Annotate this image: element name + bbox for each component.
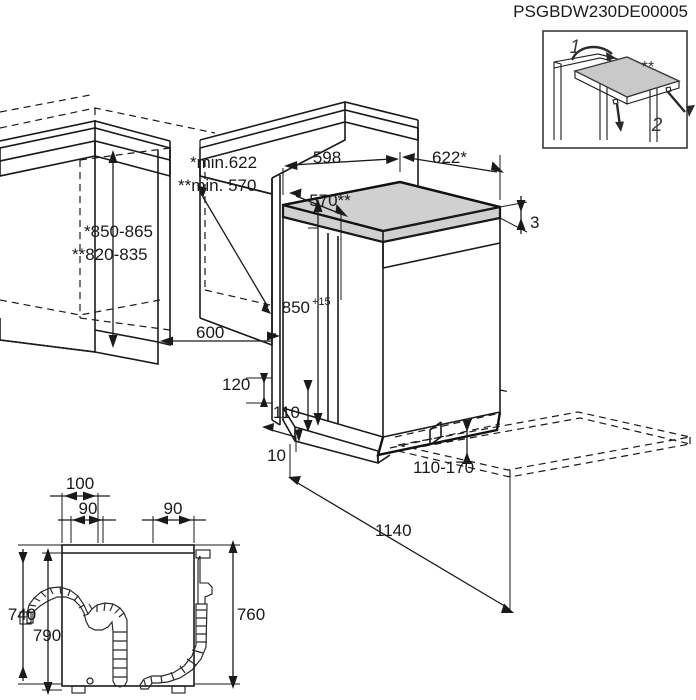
dimension-foot-clearance [262,423,303,452]
label-niche-width: 598 [313,148,341,167]
label-niche-depth-secondary: **min. 570 [178,176,256,195]
dimension-offset-left-outer [50,491,110,543]
label-appliance-height: 850 [282,298,310,317]
document-code: PSGBDW230DE00005 [513,2,688,21]
dimension-offset-left-inner [58,515,116,543]
label-plinth-height: 110 [273,403,300,422]
dimension-cabinet-height [108,150,118,348]
dimension-door-open-depth [288,444,514,613]
dimension-cabinet-depth [157,331,280,364]
rear-view-body [61,544,195,694]
label-appliance-height-tolerance: +15 [312,296,331,308]
label-offset-left-outer: 100 [66,474,94,493]
dimension-inlet-hose-height [18,544,62,685]
label-inset-step-1: 1 [570,37,581,58]
label-foot-clearance: 10 [267,446,286,465]
dimension-appliance-height [308,199,323,426]
label-cabinet-height-secondary: **820-835 [72,245,148,264]
dimension-plinth-recess [246,373,272,407]
label-plinth-recess: 120 [222,375,250,394]
worktop-removal-inset [542,30,695,149]
dimension-appliance-depth [402,153,504,200]
label-worktop-thickness: 3 [530,213,539,232]
label-cabinet-height-primary: *850-865 [84,222,153,241]
dimension-offset-right [142,515,206,543]
dishwasher-unit [281,180,511,465]
label-appliance-depth: 622* [432,148,467,167]
dimension-worktop-thickness [499,196,528,234]
dimension-siphon-height [194,540,240,689]
label-offset-right: 90 [164,499,183,518]
drain-hose-siphon [139,549,213,690]
label-niche-depth-primary: *min.622 [190,153,257,172]
label-door-clearance: 110-170 [413,458,474,477]
dimension-niche-depth [197,185,271,314]
label-offset-left-inner: 90 [79,499,98,518]
dimension-plinth-height [303,380,313,432]
dimension-drain-hose-height [42,548,62,695]
label-cabinet-depth: 600 [196,323,224,342]
left-worktop-assembly [0,94,216,365]
label-siphon-height: 760 [237,605,265,624]
label-inset-step-2: 2 [651,115,663,136]
dimension-niche-width [282,152,401,195]
label-inlet-hose-height: 740 [8,605,36,624]
label-inset-note-marker: ** [642,59,654,76]
dimension-worktop-depth [289,188,348,300]
label-drain-hose-height: 790 [33,626,61,645]
label-door-open-depth: 1140 [375,521,412,540]
inlet-hose [19,586,128,688]
